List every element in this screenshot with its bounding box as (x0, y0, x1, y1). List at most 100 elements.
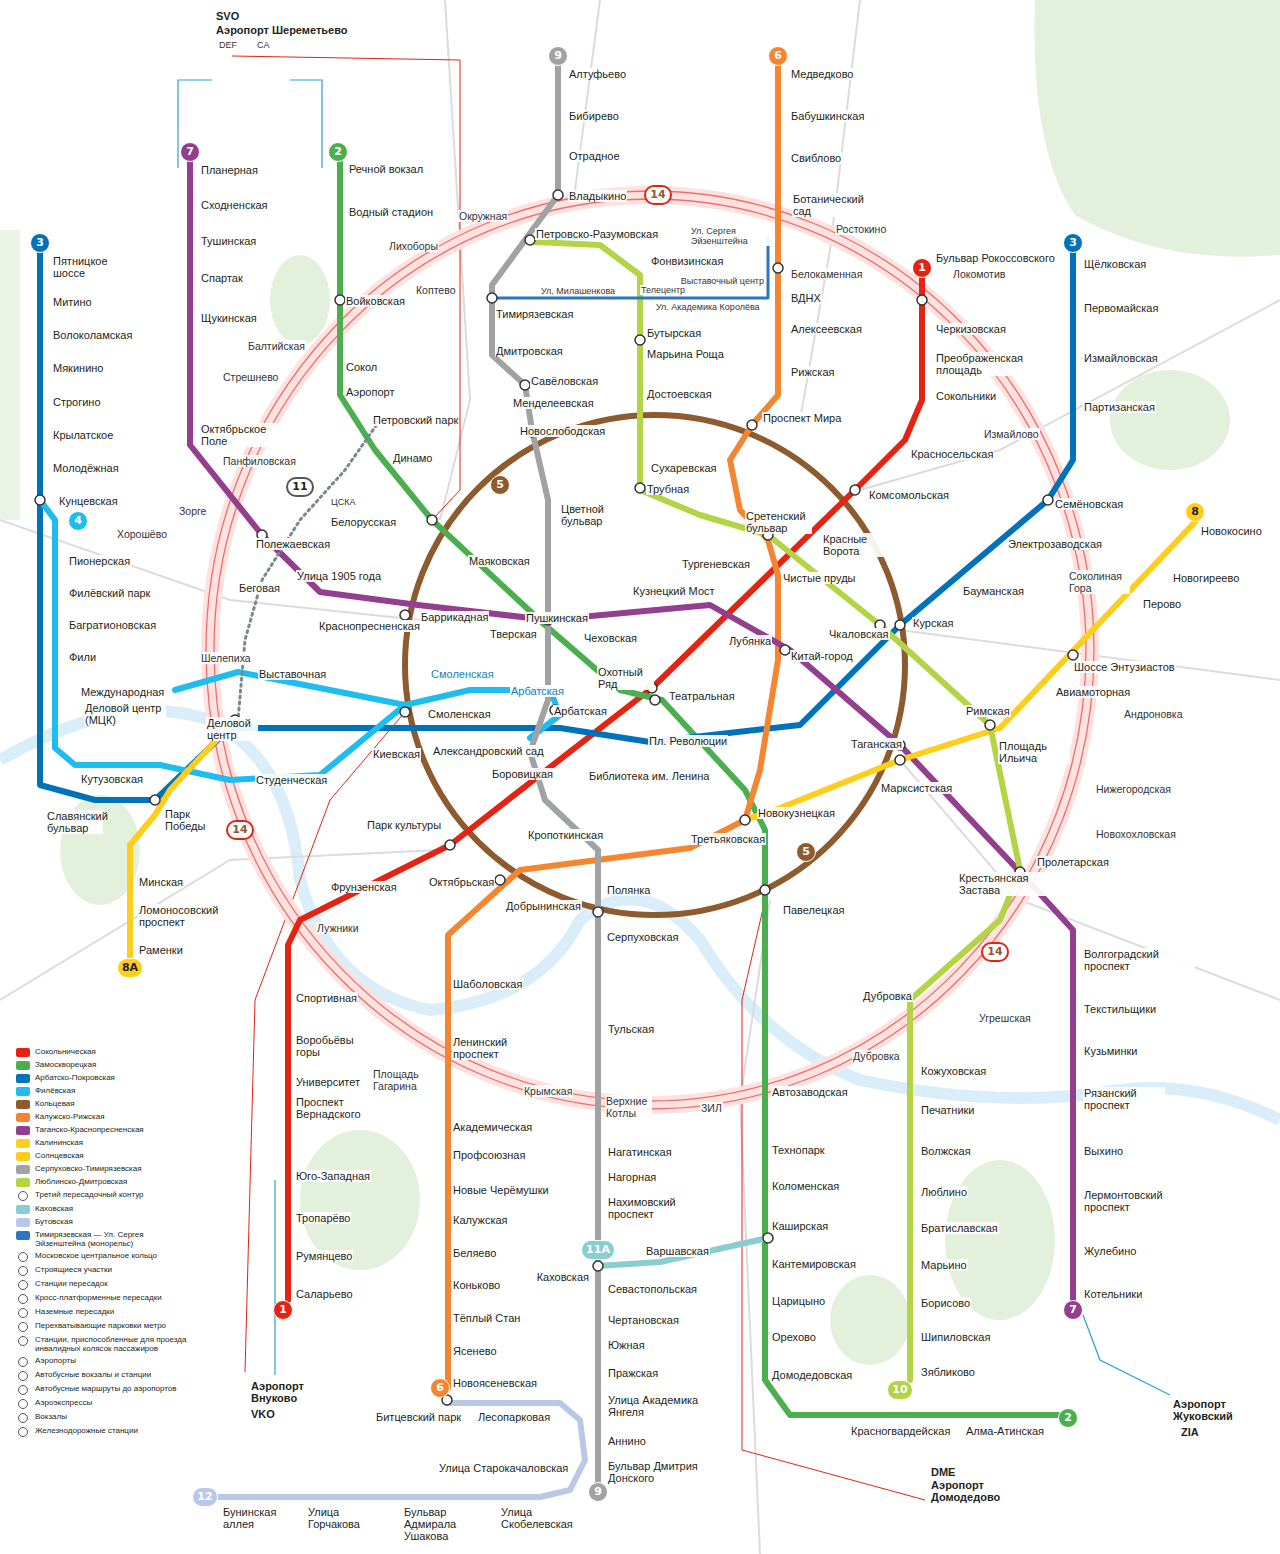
legend-row: Автобусные вокзалы и станции (16, 1370, 196, 1381)
legend-row: Наземные пересадки (16, 1307, 196, 1318)
legend-row: Каховская (16, 1204, 196, 1214)
interchange-circle (1068, 650, 1078, 660)
station-label: Полянка (606, 884, 651, 896)
legend-text: Кросс-платформенные пересадки (35, 1293, 162, 1302)
line-number: 10 (892, 1383, 907, 1396)
legend-row: Солнцевская (16, 1151, 196, 1161)
station-label: Партизанская (1083, 401, 1156, 413)
station-label: Академическая (452, 1121, 533, 1133)
station-label: Новокузнецкая (757, 807, 836, 819)
station-label: Театральная (668, 690, 736, 702)
legend-text: Аэропорты (35, 1356, 76, 1365)
legend-symbol (18, 1413, 28, 1423)
station-label: Владыкино (568, 190, 627, 202)
station-label: Измайлово (983, 428, 1040, 440)
legend-text: Московское центральное кольцо (35, 1251, 157, 1260)
legend-symbol (18, 1322, 28, 1332)
legend-swatch (16, 1139, 30, 1148)
interchange-circle (525, 235, 535, 245)
station-label: Белокаменная (790, 268, 863, 280)
legend-symbol (18, 1357, 28, 1367)
legend-text: Третий пересадочный контур (35, 1190, 144, 1199)
station-label: Румянцево (295, 1250, 353, 1262)
line-badge: 14 (226, 820, 253, 840)
line-badge: 5 (490, 475, 510, 495)
station-label: Молодёжная (52, 462, 120, 474)
station-label: Марьино (920, 1259, 968, 1271)
station-label: Хорошёво (116, 528, 168, 540)
station-label: Аэропорт (345, 386, 395, 398)
legend-swatch (16, 1113, 30, 1122)
station-label: Смоленская (430, 668, 495, 680)
station-label: Фили (68, 651, 97, 663)
station-label: Ул. Академика Королёва (655, 302, 761, 312)
station-label: Добрынинская (505, 900, 582, 912)
station-label: Алма-Атинская (965, 1425, 1045, 1437)
line-number: 8 (1191, 505, 1199, 518)
station-label: Бутырская (646, 327, 702, 339)
legend-swatch (16, 1165, 30, 1174)
station-label: Кузьминки (1083, 1045, 1138, 1057)
station-label: Крестьянская Застава (958, 872, 1050, 896)
interchange-circle (593, 1261, 603, 1271)
station-label: Динамо (392, 452, 433, 464)
legend-row: Серпуховско-Тимирязевская (16, 1164, 196, 1174)
interchange-circle (895, 620, 905, 630)
line-badge: 9 (548, 46, 568, 66)
station-label: ЗИЛ (700, 1102, 723, 1114)
station-label: Чкаловская (828, 628, 890, 640)
legend-text: Калининская (35, 1138, 83, 1147)
station-label: Проспект Вернадского (295, 1096, 382, 1120)
station-label: ZIA (1180, 1426, 1200, 1438)
line-badge: 3 (1063, 233, 1083, 253)
interchange-circle (985, 720, 995, 730)
station-label: Пушкинская (525, 612, 589, 624)
legend-swatch (16, 1061, 30, 1070)
station-label: Сретенский бульвар (745, 510, 812, 534)
station-label: Тёплый Стан (452, 1312, 521, 1324)
legend-text: Железнодорожные станции (35, 1426, 138, 1435)
station-label: Фрунзенская (330, 881, 398, 893)
station-label: Достоевская (646, 388, 713, 400)
station-label: Петровский парк (372, 414, 459, 426)
line-number: 6 (436, 1381, 444, 1394)
station-label: Черкизовская (935, 323, 1007, 335)
station-label: Войковская (345, 295, 406, 307)
legend-text: Арбатско-Покровская (35, 1073, 115, 1082)
legend-symbol (18, 1191, 28, 1201)
legend-swatch (16, 1205, 30, 1214)
station-label: Боровицкая (491, 768, 554, 780)
station-label: Менделеевская (512, 397, 595, 409)
interchange-circle (150, 795, 160, 805)
station-label: Пражская (607, 1367, 659, 1379)
station-label: Балтийская (247, 340, 306, 352)
station-label: Рижская (790, 366, 835, 378)
legend-text: Таганско-Краснопресненская (35, 1125, 144, 1134)
station-label: Марксистская (880, 782, 953, 794)
interchange-circle (427, 515, 437, 525)
station-label: Александровский сад (432, 745, 545, 757)
legend-symbol (18, 1371, 28, 1381)
line-badge: 8A (117, 958, 143, 978)
station-label: Арбатская (510, 685, 565, 697)
station-label: Варшавская (645, 1245, 710, 1257)
station-label: Борисово (920, 1297, 971, 1309)
station-label: Бульвар Рокоссовского (935, 252, 1056, 264)
station-label: Коптево (415, 284, 456, 296)
station-label: Новоясеневская (452, 1377, 538, 1389)
station-label: Щукинская (200, 312, 258, 324)
legend-text: Аэроэкспрессы (35, 1398, 92, 1407)
metro-line (190, 162, 1073, 1300)
station-label: Улица Старокачаловская (438, 1462, 569, 1474)
station-label: Баррикадная (420, 611, 489, 623)
station-label: Третьяковская (690, 833, 766, 845)
station-label: Калужская (452, 1214, 509, 1226)
line-number: 11 (292, 480, 307, 493)
station-label: Лужники (316, 922, 360, 934)
station-label: ВДНХ (790, 292, 822, 304)
station-label: Беговая (238, 582, 281, 594)
legend-swatch (16, 1048, 30, 1057)
station-label: Тушинская (200, 235, 257, 247)
legend-symbol (18, 1280, 28, 1290)
station-label: Римская (965, 705, 1011, 717)
